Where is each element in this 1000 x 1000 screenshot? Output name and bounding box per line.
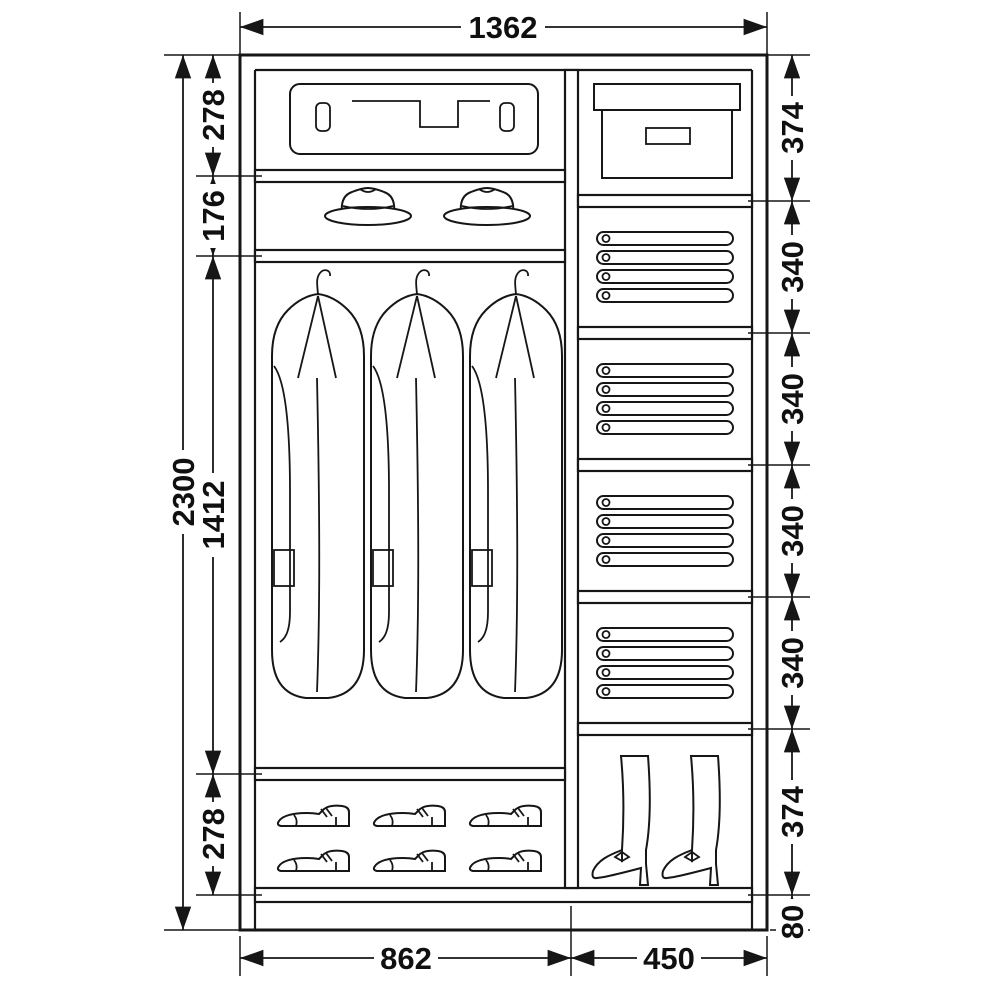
dim-overall-width: 1362 (469, 10, 538, 45)
storage-box-drawing (593, 83, 741, 179)
dim-left-section-1: 278 (196, 89, 231, 141)
dim-right-section-3: 340 (775, 373, 810, 425)
shoe-icon (468, 849, 542, 872)
dim-right-section-4: 340 (775, 505, 810, 557)
boots-drawing (591, 755, 721, 886)
towel-stack-icon (597, 496, 733, 566)
dim-right-section-7: 80 (775, 905, 810, 939)
shelf (576, 457, 754, 473)
coats-drawing (271, 269, 563, 699)
shoe-icon (372, 804, 446, 827)
shelf (576, 589, 754, 605)
dim-left-section-3: 1412 (196, 481, 231, 550)
coat-icon (271, 269, 365, 699)
shoes-drawing (276, 804, 542, 872)
towel-stack-icon (597, 232, 733, 302)
shoe-icon (276, 849, 350, 872)
shoe-icon (276, 804, 350, 827)
dim-left-section-2: 176 (196, 190, 231, 242)
hat-icon (443, 187, 531, 226)
shelf (253, 168, 567, 184)
dim-right-section-5: 340 (775, 637, 810, 689)
shelf (576, 721, 754, 737)
center-divider (563, 68, 580, 890)
wardrobe-outline (238, 53, 769, 932)
bottom-panel (253, 886, 754, 904)
dim-left-section-4: 278 (196, 808, 231, 860)
boot-icon (591, 755, 651, 886)
dim-bottom-left-width: 862 (380, 941, 432, 976)
shoe-icon (468, 804, 542, 827)
dim-right-section-1: 374 (775, 101, 810, 153)
coat-icon (469, 269, 563, 699)
shoe-icon (372, 849, 446, 872)
towel-stack-icon (597, 628, 733, 698)
dim-overall-height: 2300 (166, 458, 201, 527)
shelf (253, 766, 567, 782)
shelf (253, 248, 567, 264)
towel-stack-icon (597, 364, 733, 434)
hats-drawing (324, 187, 531, 226)
boot-icon (661, 755, 721, 886)
dimension-labels: 1362 2300 278 176 1412 278 374 340 (166, 10, 810, 976)
coat-icon (370, 269, 464, 699)
shelf (576, 325, 754, 341)
hat-icon (324, 187, 412, 226)
dim-bottom-right-width: 450 (643, 941, 695, 976)
dim-right-section-6: 374 (775, 785, 810, 837)
suitcase-drawing (289, 83, 539, 155)
shelf (576, 193, 754, 209)
dim-right-section-2: 340 (775, 241, 810, 293)
